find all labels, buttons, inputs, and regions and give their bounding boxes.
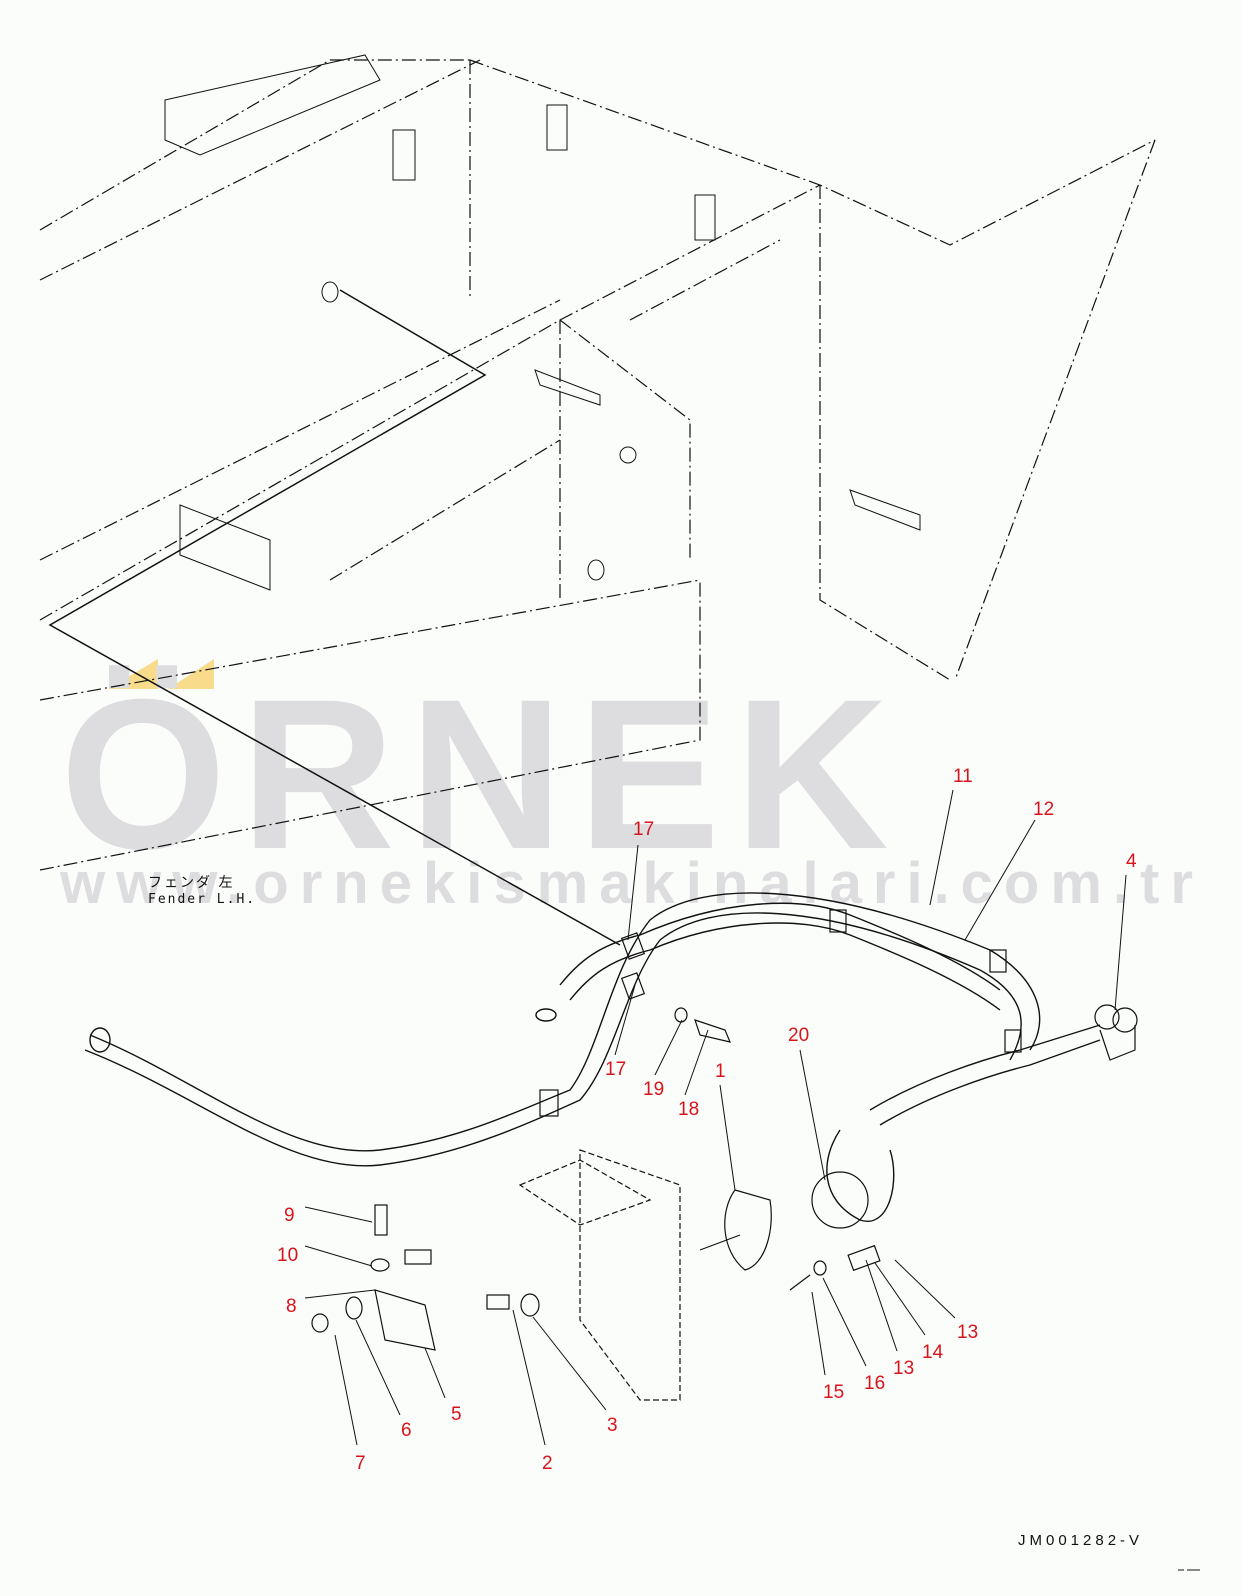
part-callout-13a: 13 (893, 1358, 915, 1379)
leader-line (48, 289, 621, 946)
watermark-brand: ÖRNEK (60, 655, 903, 894)
part-callout-1: 1 (715, 1061, 726, 1082)
part-callout-13b: 13 (957, 1322, 979, 1343)
part-callout-19: 19 (643, 1079, 665, 1100)
fender-label-english: Fender L.H. (148, 892, 257, 907)
cable-harness (84, 892, 1101, 1222)
part-callout-9: 9 (284, 1205, 295, 1226)
hardware (311, 1007, 881, 1351)
fender-frame (39, 59, 1156, 871)
part-callout-5: 5 (451, 1404, 462, 1425)
part-callout-16: 16 (864, 1373, 886, 1394)
part-callout-4: 4 (1126, 851, 1137, 872)
watermark-url: www.ornekismakinalari.com.tr (60, 851, 1204, 916)
brackets (164, 54, 921, 591)
part-callout-3: 3 (607, 1415, 618, 1436)
part-callout-18: 18 (678, 1099, 700, 1120)
callout-leaders (304, 789, 1127, 1446)
part-callout-6: 6 (401, 1420, 412, 1441)
part-callout-11: 11 (953, 766, 973, 787)
part-callout-10: 10 (277, 1245, 299, 1266)
drawing-number: JM001282-V (1018, 1532, 1144, 1549)
clamps (539, 909, 1022, 1117)
part-callout-7: 7 (355, 1453, 366, 1474)
mounting-plate (518, 1149, 681, 1401)
part-callout-8: 8 (286, 1296, 297, 1317)
part-callout-2: 2 (542, 1453, 553, 1474)
battery-switch (699, 1171, 869, 1271)
part-callout-15: 15 (823, 1382, 845, 1403)
part-callout-12: 12 (1033, 799, 1055, 820)
part-callout-17a: 17 (633, 819, 655, 840)
part-callout-20: 20 (788, 1025, 810, 1046)
fender-label-japanese: フェンダ 左 (148, 875, 235, 891)
part-callout-17b: 17 (605, 1059, 627, 1080)
part-callout-14: 14 (922, 1342, 944, 1363)
terminal-block (1094, 1004, 1138, 1061)
